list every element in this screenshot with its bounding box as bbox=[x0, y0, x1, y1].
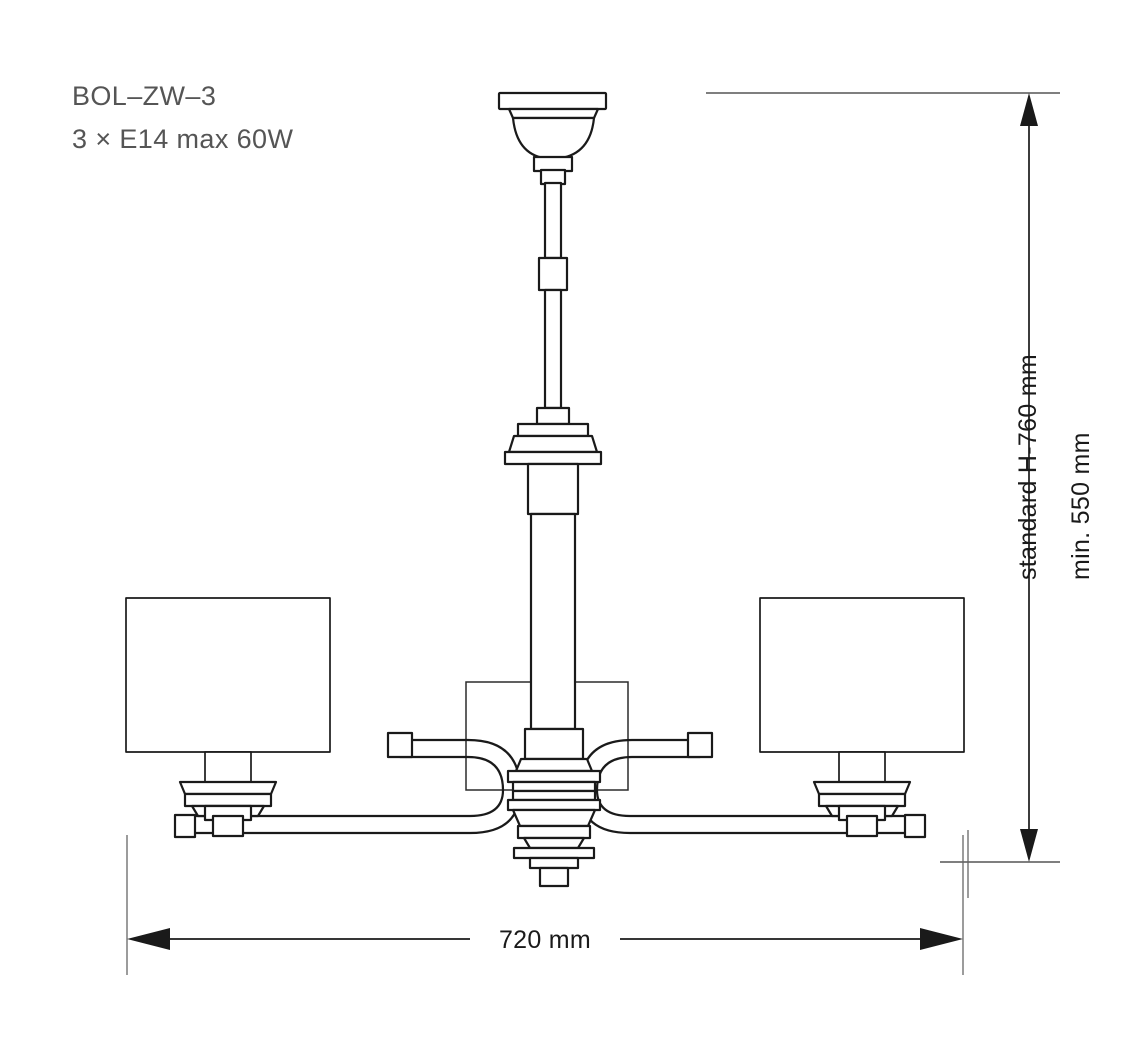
width-dimension-arrow-left bbox=[127, 928, 170, 950]
hub-taper bbox=[511, 808, 597, 828]
height-standard-label: standard H-760 mm bbox=[1014, 354, 1042, 580]
flange-body bbox=[507, 434, 599, 454]
width-label: 720 mm bbox=[499, 926, 591, 954]
horizontal-dimension-group: 720 mm bbox=[126, 835, 964, 975]
hub-plate-2 bbox=[511, 780, 597, 793]
left-socket-ring-1 bbox=[183, 792, 273, 808]
right-shade-neck bbox=[838, 751, 886, 783]
left-arm-tube-inner bbox=[190, 755, 505, 818]
left-socket-flare bbox=[178, 780, 278, 796]
canopy-plate bbox=[497, 91, 608, 111]
flange-neck bbox=[535, 406, 571, 426]
right-shade bbox=[759, 597, 965, 753]
flange-wide-plate bbox=[503, 450, 603, 466]
canopy-dome bbox=[511, 116, 596, 161]
right-socket-flare bbox=[812, 780, 912, 796]
right-socket-ring-1 bbox=[817, 792, 907, 808]
finial-tier-2 bbox=[522, 836, 586, 850]
suspension-rod-lower bbox=[543, 288, 563, 410]
right-arm-end-cap bbox=[686, 731, 714, 759]
light-fixture-drawing bbox=[125, 91, 965, 888]
finial-tier-1 bbox=[516, 824, 592, 840]
flange-upper-disc bbox=[516, 422, 590, 438]
vertical-dimension-arrow-down bbox=[1020, 829, 1038, 862]
hub-plate-4 bbox=[506, 798, 602, 812]
vertical-dimension-group: standard H-760 mm min. 550 mm bbox=[940, 93, 1095, 898]
right-arm-outer-cap bbox=[903, 813, 927, 839]
vertical-dimension-arrow-up bbox=[1020, 93, 1038, 126]
height-min-label: min. 550 mm bbox=[1067, 432, 1095, 580]
width-dimension-arrow-right bbox=[920, 928, 963, 950]
column-upper-collar bbox=[526, 462, 580, 516]
suspension-rod-upper bbox=[543, 181, 563, 260]
left-arm-outer-cap bbox=[173, 813, 197, 839]
hub-plate-1 bbox=[506, 769, 602, 784]
left-shade-neck bbox=[204, 751, 252, 783]
left-arm-end-cap bbox=[386, 731, 414, 759]
rod-coupler-sleeve bbox=[537, 256, 569, 292]
hub-shoulder bbox=[514, 757, 594, 773]
right-arm-tube-inner bbox=[595, 755, 910, 818]
hub-top-block bbox=[523, 727, 585, 761]
finial-knob bbox=[538, 866, 570, 888]
lamp-spec-label: 3 × E14 max 60W bbox=[72, 124, 293, 154]
hub-plate-3 bbox=[511, 789, 597, 802]
canopy-rim bbox=[507, 107, 600, 120]
model-code-label: BOL–ZW–3 bbox=[72, 81, 216, 111]
finial-tier-4 bbox=[528, 856, 580, 870]
finial-tier-3 bbox=[512, 846, 596, 860]
center-column-tube bbox=[529, 512, 577, 731]
right-shade-stem bbox=[845, 814, 879, 838]
left-shade bbox=[125, 597, 331, 753]
left-shade-stem bbox=[211, 814, 245, 838]
